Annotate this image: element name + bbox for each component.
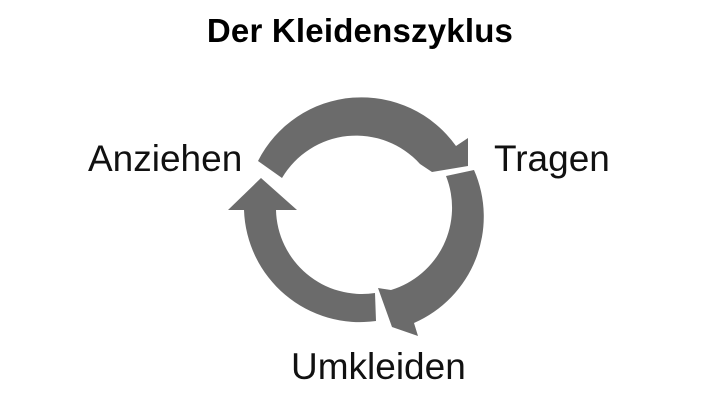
cycle-arrow-umkleiden-anziehen: [228, 178, 376, 323]
cycle-arrow-anziehen-tragen: [258, 97, 468, 178]
step-label-umkleiden: Umkleiden: [291, 346, 466, 387]
step-label-tragen: Tragen: [494, 138, 610, 179]
diagram-title: Der Kleidenszyklus: [206, 12, 514, 49]
step-label-anziehen: Anziehen: [88, 138, 243, 179]
cycle-arrow-tragen-umkleiden: [378, 170, 484, 336]
